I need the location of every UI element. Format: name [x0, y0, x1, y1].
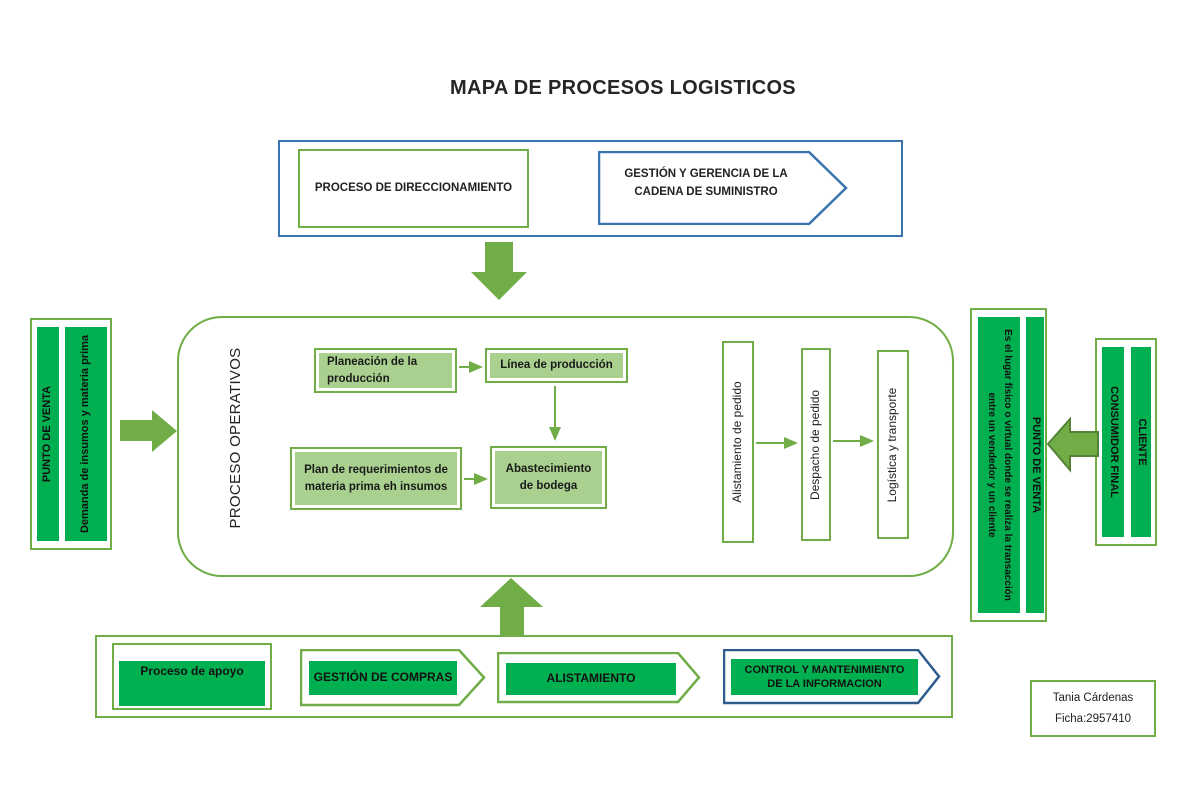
proceso-direccionamiento-label: PROCESO DE DIRECCIONAMIENTO	[314, 181, 513, 194]
planeacion-produccion-box: Planeación de la producción	[314, 348, 457, 393]
punto-venta-izquierda-group: PUNTO DE VENTA Demanda de insumos y mate…	[30, 318, 112, 550]
control-informacion-label: CONTROL Y MANTENIMIENTO DE LA INFORMACIO…	[731, 659, 918, 695]
punto-venta-izquierda-bar: PUNTO DE VENTA	[37, 327, 59, 541]
cadena-suministro-chevron	[598, 151, 848, 225]
cadena-suministro-label: GESTIÓN Y GERENCIA DE LA CADENA DE SUMIN…	[624, 168, 788, 198]
credit-ficha: Ficha:2957410	[1054, 713, 1132, 726]
alistamiento-pedido-label: Alistamiento de pedido	[730, 381, 745, 503]
alistamiento-pedido-box: Alistamiento de pedido	[722, 341, 754, 543]
credit-name: Tania Cárdenas	[1052, 691, 1134, 704]
right-block-arrow	[120, 410, 177, 452]
proceso-apoyo-label: Proceso de apoyo	[119, 661, 265, 706]
punto-venta-izquierda-label: PUNTO DE VENTA	[41, 385, 54, 483]
punto-venta-derecha-group: Es el lugar físico o virtual donde se re…	[970, 308, 1047, 622]
proceso-apoyo-box: Proceso de apoyo	[112, 643, 272, 710]
linea-produccion-box: Línea de producción	[485, 348, 628, 383]
despacho-pedido-label: Despacho de pedido	[808, 389, 823, 500]
alistamiento-label: ALISTAMIENTO	[506, 663, 676, 695]
up-block-arrow	[480, 578, 543, 636]
demanda-insumos-label: Demanda de insumos y materia prima	[79, 334, 92, 534]
planeacion-produccion-label: Planeación de la producción	[319, 353, 452, 388]
consumidor-final-bar: CONSUMIDOR FINAL	[1102, 347, 1124, 537]
abastecimiento-bodega-label: Abastecimiento de bodega	[495, 451, 602, 504]
left-block-arrow	[1046, 416, 1099, 473]
plan-requerimientos-box: Plan de requerimientos de materia prima …	[290, 447, 462, 510]
plan-requerimientos-label: Plan de requerimientos de materia prima …	[295, 452, 457, 505]
consumidor-final-label: CONSUMIDOR FINAL	[1107, 386, 1120, 498]
cliente-group: CONSUMIDOR FINAL CLIENTE	[1095, 338, 1157, 546]
cliente-bar: CLIENTE	[1131, 347, 1151, 537]
credit-box: Tania Cárdenas Ficha:2957410	[1030, 680, 1156, 737]
gestion-compras-label: GESTIÓN DE COMPRAS	[309, 661, 457, 695]
proceso-operativos-label: PROCESO OPERATIVOS	[227, 347, 245, 528]
page-title: MAPA DE PROCESOS LOGISTICOS	[450, 77, 796, 99]
punto-venta-derecha-label: PUNTO DE VENTA	[1029, 416, 1042, 514]
punto-venta-descripcion-bar: Es el lugar físico o virtual donde se re…	[978, 317, 1020, 613]
proceso-operativos-title: PROCESO OPERATIVOS	[220, 347, 252, 528]
demanda-insumos-bar: Demanda de insumos y materia prima	[65, 327, 107, 541]
abastecimiento-bodega-box: Abastecimiento de bodega	[490, 446, 607, 509]
linea-produccion-label: Línea de producción	[490, 353, 623, 378]
punto-venta-derecha-bar: PUNTO DE VENTA	[1026, 317, 1044, 613]
down-block-arrow	[471, 242, 527, 300]
cliente-label: CLIENTE	[1135, 418, 1148, 466]
proceso-direccionamiento-box: PROCESO DE DIRECCIONAMIENTO	[298, 149, 529, 228]
logistica-transporte-box: Logística y transporte	[877, 350, 909, 539]
punto-venta-descripcion-label: Es el lugar físico o virtual donde se re…	[986, 329, 1013, 601]
logistica-transporte-label: Logística y transporte	[885, 387, 900, 502]
despacho-pedido-box: Despacho de pedido	[801, 348, 831, 541]
